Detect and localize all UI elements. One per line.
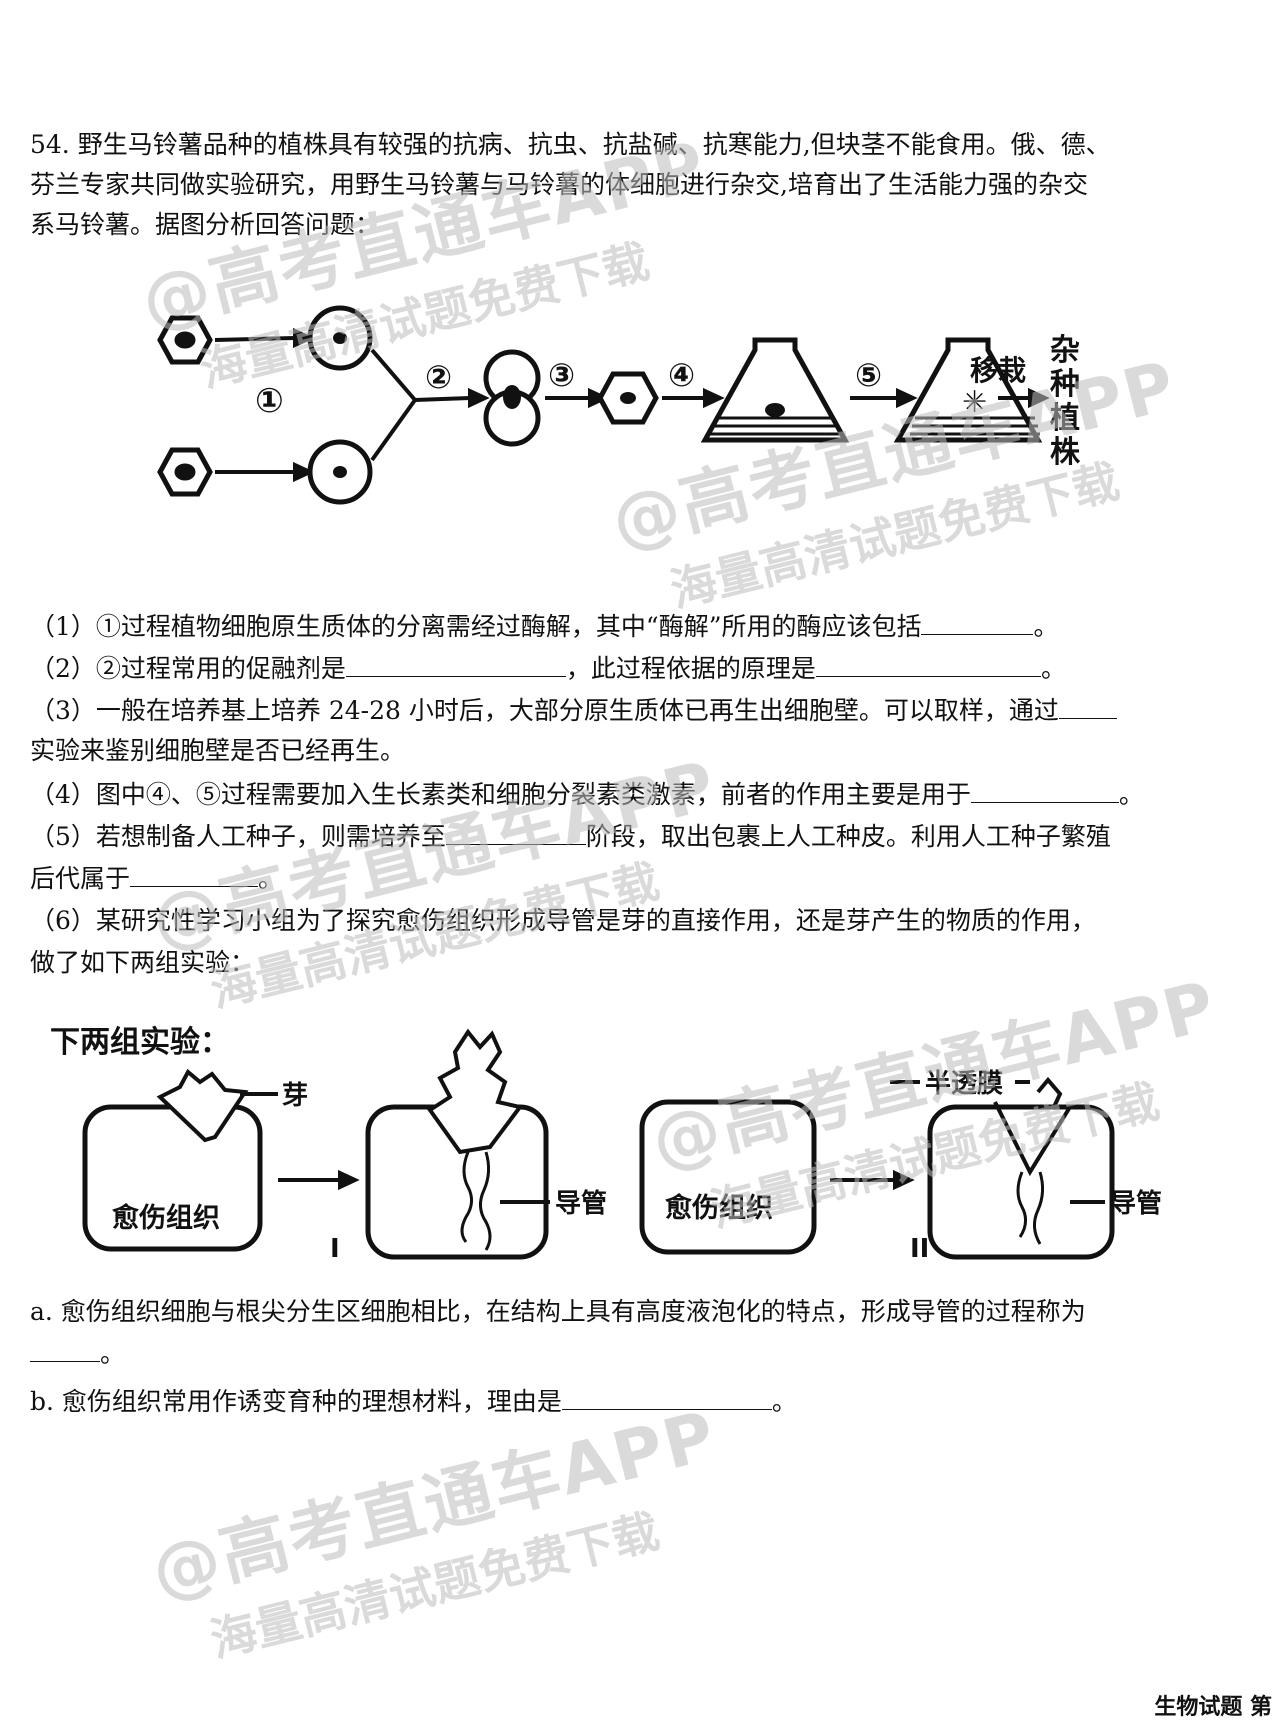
bud-label: 芽 bbox=[282, 1081, 308, 1111]
subquestion-a-end: 。 bbox=[100, 1339, 126, 1368]
question-3: （3）一般在培养基上培养 24-28 小时后，大部分原生质体已再生出细胞壁。可以… bbox=[30, 692, 1117, 728]
result-char-4: 株 bbox=[1050, 435, 1081, 470]
question-6-cont: 做了如下两组实验： bbox=[30, 948, 256, 977]
bud-icon-1 bbox=[156, 1068, 249, 1143]
result-char-1: 杂 bbox=[1050, 333, 1080, 368]
membrane-label: 半透膜 bbox=[925, 1069, 1003, 1099]
bud-icon-2 bbox=[1036, 1076, 1063, 1108]
question-stem-line-3: 系马铃薯。据图分析回答问题： bbox=[30, 210, 381, 239]
question-2: （2）②过程常用的促融剂是 ，此过程依据的原理是 。 bbox=[30, 650, 1066, 686]
subquestion-a-cont: 。 bbox=[30, 1335, 125, 1371]
page-footer: 生物试题 第 bbox=[1154, 1695, 1272, 1720]
vessel-label-2: 导管 bbox=[1110, 1189, 1162, 1219]
question-5-text-a: （5）若想制备人工种子，则需培养至 bbox=[30, 822, 446, 851]
answer-blank-2b[interactable] bbox=[815, 650, 1041, 677]
question-2-end: 。 bbox=[1040, 654, 1066, 683]
experiment-diagram: 下两组实验： 芽 愈伤组织 导管 I 半透膜 愈伤组织 导管 bbox=[50, 1025, 1162, 1264]
question-4: （4）图中④、⑤过程需要加入生长素类和细胞分裂素类激素，前者的作用主要是用于 。 bbox=[30, 776, 1144, 812]
step-4-label: ④ bbox=[668, 356, 695, 394]
callus-label-1: 愈伤组织 bbox=[112, 1202, 220, 1234]
group-1-label: I bbox=[330, 1234, 340, 1264]
question-1: （1）①过程植物细胞原生质体的分离需经过酶解，其中“酶解”所用的酶应该包括 。 bbox=[30, 608, 1059, 644]
subquestion-b-text: b. 愈伤组织常用作诱变育种的理想材料，理由是 bbox=[30, 1387, 562, 1416]
culture-flask-plantlet-icon bbox=[893, 337, 1043, 443]
question-1-text: （1）①过程植物细胞原生质体的分离需经过酶解，其中“酶解”所用的酶应该包括 bbox=[30, 612, 922, 641]
question-stem-line-2: 芬兰专家共同做实验研究，用野生马铃薯与马铃薯的体细胞进行杂交,培育出了生活能力强… bbox=[30, 170, 1088, 199]
step-1-label: ① bbox=[255, 381, 284, 421]
question-5-text-b: 阶段，取出包裹上人工种皮。利用人工种子繁殖 bbox=[585, 822, 1111, 851]
subquestion-a: a. 愈伤组织细胞与根尖分生区细胞相比，在结构上具有高度液泡化的特点，形成导管的… bbox=[30, 1297, 1086, 1326]
result-char-2: 种 bbox=[1050, 367, 1080, 402]
plantlet-icon: ✳ bbox=[962, 385, 987, 420]
answer-blank-5a[interactable] bbox=[445, 818, 586, 845]
question-5: （5）若想制备人工种子，则需培养至 阶段，取出包裹上人工种皮。利用人工种子繁殖 bbox=[30, 818, 1111, 854]
callus-block-4 bbox=[927, 1104, 1115, 1260]
subquestion-b: b. 愈伤组织常用作诱变育种的理想材料，理由是 。 bbox=[30, 1383, 797, 1419]
answer-blank-b[interactable] bbox=[561, 1383, 772, 1410]
callus-label-2: 愈伤组织 bbox=[665, 1192, 773, 1224]
question-5-text-c: 后代属于 bbox=[30, 864, 131, 893]
answer-blank-a[interactable] bbox=[30, 1335, 100, 1362]
step-2-label: ② bbox=[425, 358, 452, 396]
culture-flask-callus-icon bbox=[700, 337, 850, 443]
vessel-strands-2 bbox=[1016, 1171, 1045, 1245]
step-3-label: ③ bbox=[548, 356, 575, 394]
experiment-heading: 下两组实验： bbox=[50, 1025, 230, 1060]
group-2-label: II bbox=[910, 1234, 929, 1264]
result-char-3: 植 bbox=[1050, 401, 1080, 436]
answer-blank-3[interactable] bbox=[1058, 692, 1117, 719]
answer-blank-4[interactable] bbox=[970, 776, 1119, 803]
question-2-text-a: （2）②过程常用的促融剂是 bbox=[30, 654, 346, 683]
answer-blank-5b[interactable] bbox=[130, 860, 259, 887]
question-6: （6）某研究性学习小组为了探究愈伤组织形成导管是芽的直接作用，还是芽产生的物质的… bbox=[30, 906, 1096, 935]
question-5-cont: 后代属于 。 bbox=[30, 860, 283, 896]
watermark-5: @高考直通车APP 海量高清试题免费下载 bbox=[140, 1380, 741, 1680]
callus-block-3 bbox=[639, 1099, 817, 1255]
subquestion-b-end: 。 bbox=[771, 1387, 797, 1416]
vessel-strands-1 bbox=[460, 1151, 492, 1251]
step-5-label: ⑤ bbox=[855, 356, 882, 394]
vessel-label-1: 导管 bbox=[555, 1189, 607, 1219]
question-3-text-a: （3）一般在培养基上培养 24-28 小时后，大部分原生质体已再生出细胞壁。可以… bbox=[30, 696, 1059, 725]
question-5-end: 。 bbox=[258, 864, 284, 893]
answer-blank-2a[interactable] bbox=[345, 650, 566, 677]
answer-blank-1[interactable] bbox=[921, 608, 1034, 635]
membrane-cup-icon bbox=[993, 1101, 1072, 1177]
question-1-end: 。 bbox=[1033, 612, 1059, 641]
fusion-process-diagram: ① ② ③ ④ ⑤ bbox=[157, 305, 1081, 505]
question-2-text-b: ，此过程依据的原理是 bbox=[565, 654, 816, 683]
question-3-cont: 实验来鉴别细胞壁是否已经再生。 bbox=[30, 736, 406, 765]
question-4-end: 。 bbox=[1118, 780, 1144, 809]
question-stem-line-1: 54. 野生马铃薯品种的植株具有较强的抗病、抗虫、抗盐碱、抗寒能力,但块茎不能食… bbox=[30, 130, 1111, 159]
question-4-text: （4）图中④、⑤过程需要加入生长素类和细胞分裂素类激素，前者的作用主要是用于 bbox=[30, 780, 971, 809]
shoot-icon bbox=[427, 1028, 524, 1155]
transplant-label: 移栽 bbox=[970, 354, 1026, 387]
